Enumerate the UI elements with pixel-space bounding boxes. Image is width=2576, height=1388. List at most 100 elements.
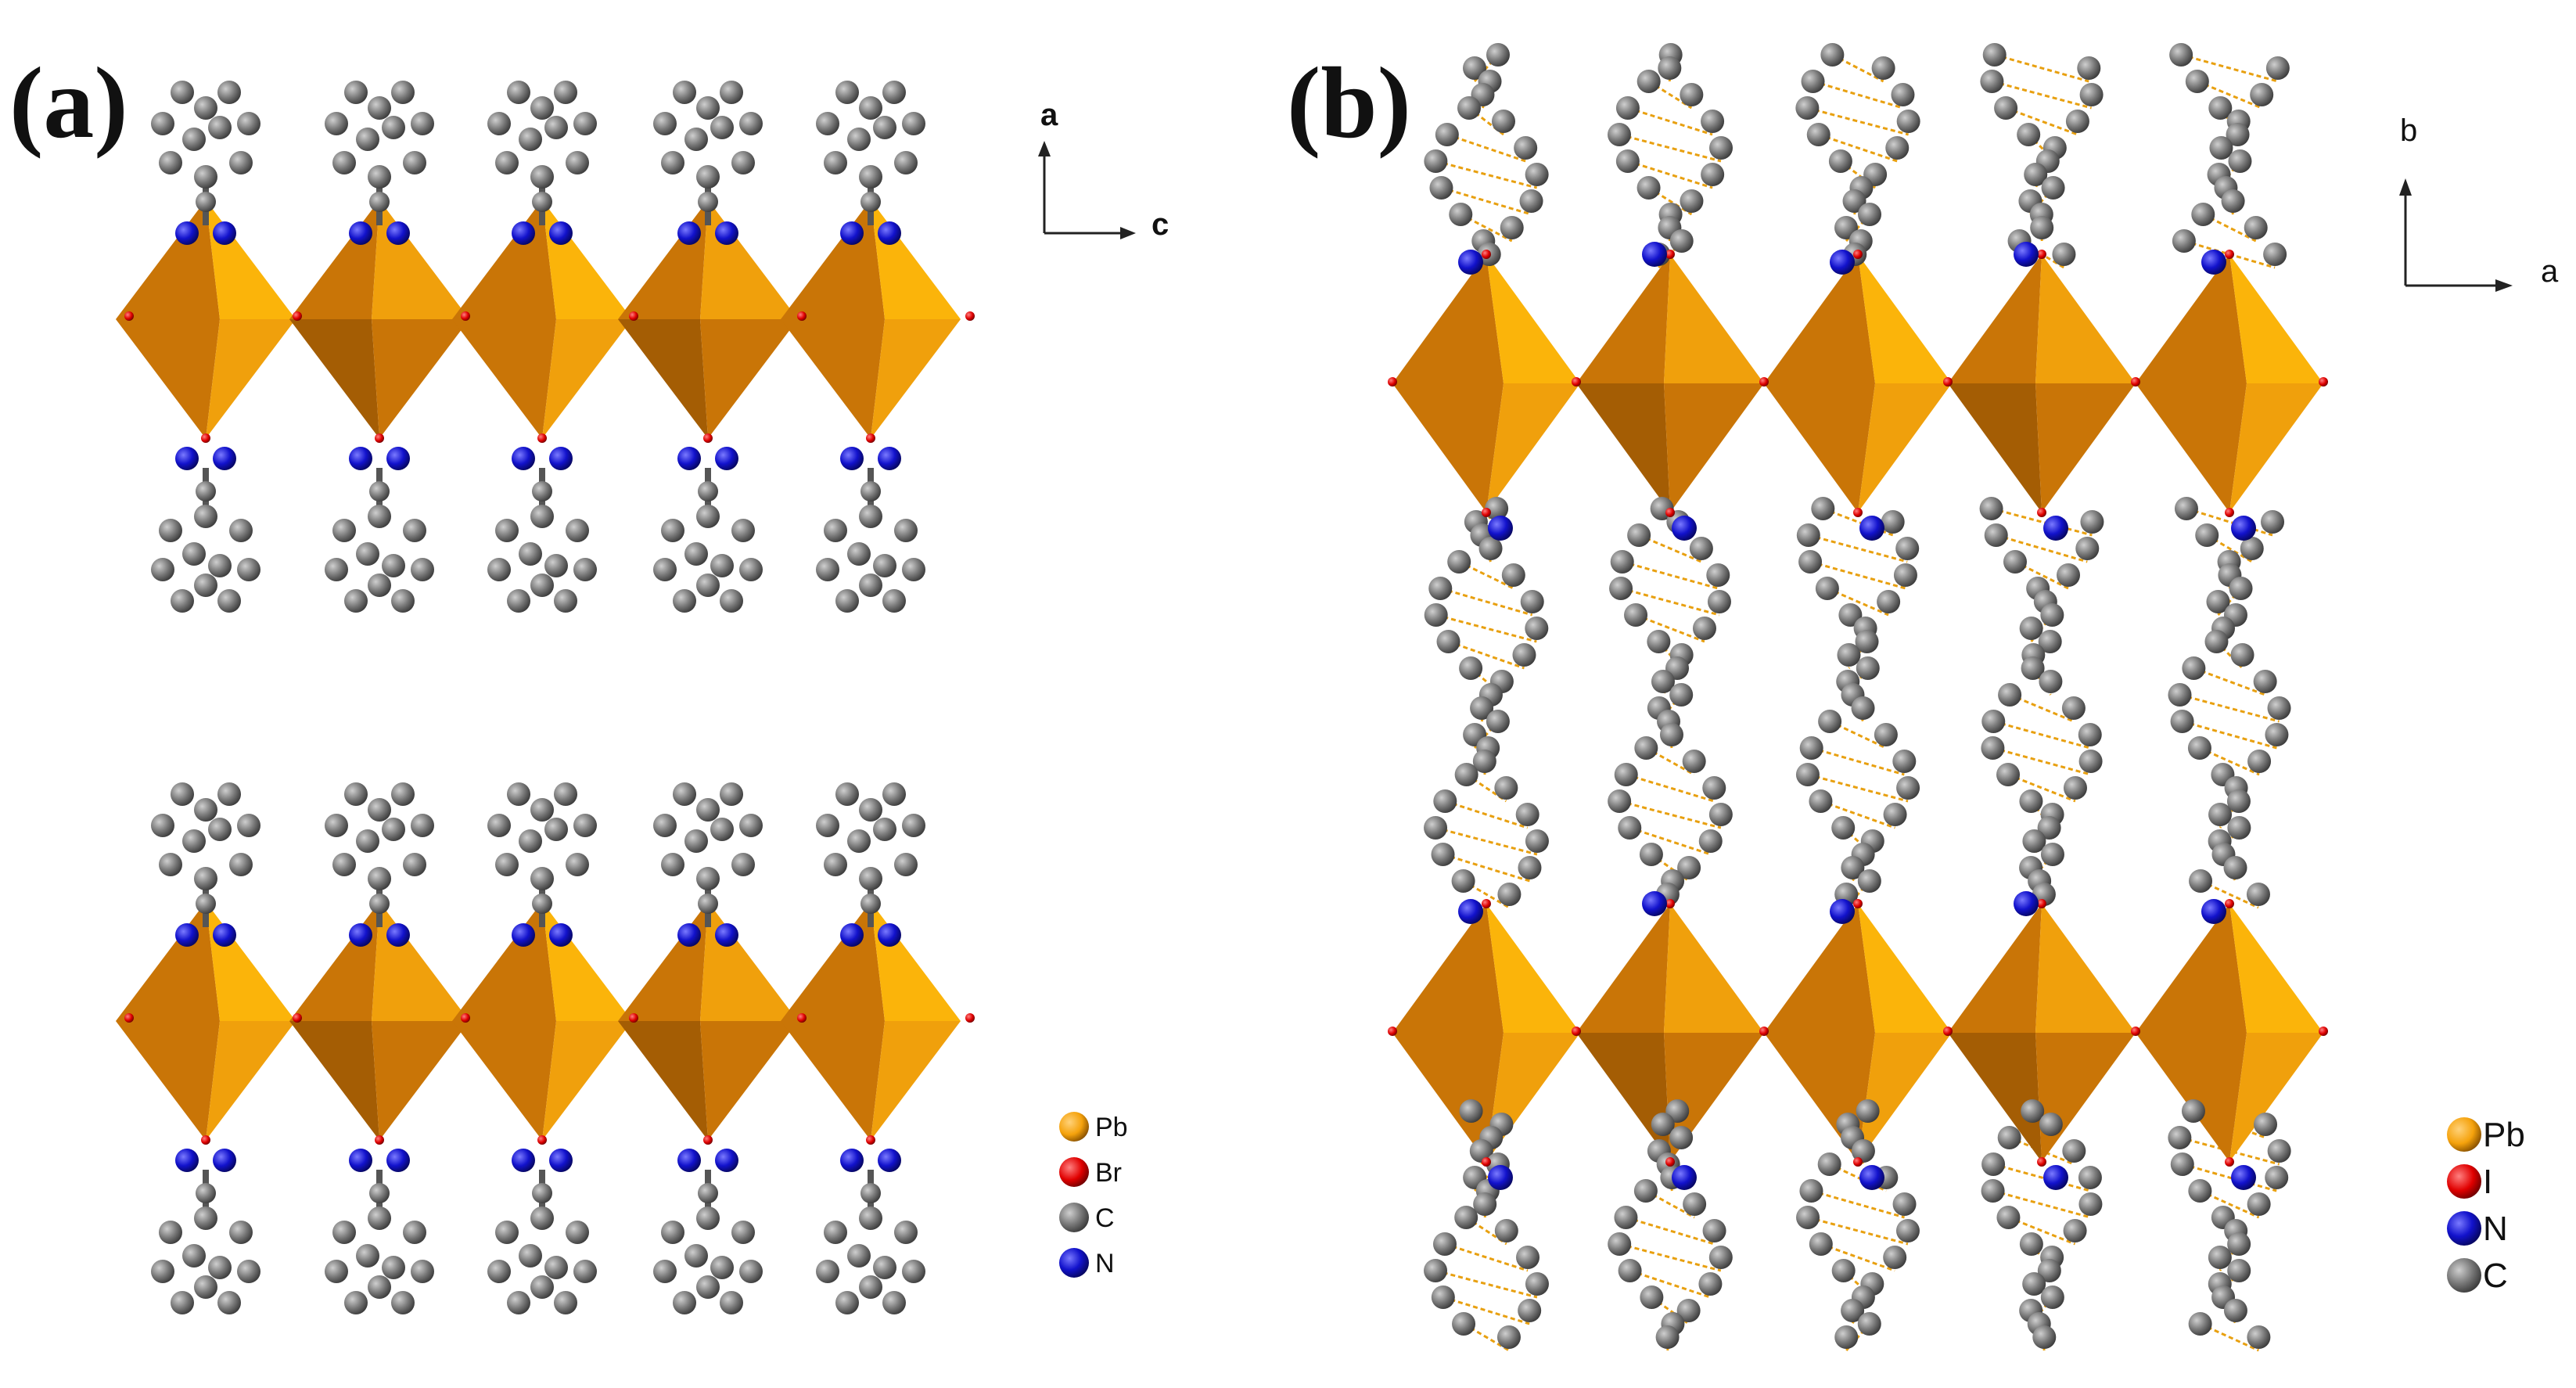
b-c-atom-c2-s2-r	[1883, 1246, 1907, 1269]
a-c-atom-2	[894, 1221, 918, 1244]
a-br-atom-bot-r0-c3	[703, 433, 713, 443]
a-c-atom-4	[720, 589, 743, 613]
b-bond-c1-s1	[1626, 773, 1715, 803]
b-c-atom-c4-s1-l	[2168, 683, 2192, 707]
b-c-atom-c0-s0-r	[1492, 110, 1516, 133]
a-c-atom-3	[411, 1260, 434, 1283]
b-i-atom-bot-r0-c3	[2037, 508, 2046, 517]
a-c-atom-9	[859, 1275, 882, 1299]
b-octahedron-r1-c4-face-lower-left	[2136, 1033, 2247, 1162]
b-n-atom-top-r0-c2	[1830, 250, 1855, 275]
b-c-atom-c4-s1-r	[2253, 670, 2277, 693]
a-c-atom-7	[182, 1244, 206, 1268]
b-c-atom-c0-s2-l	[1452, 1312, 1476, 1336]
b-c-atom-c1-s2-r	[1698, 1272, 1723, 1296]
a-c-atom-1	[368, 165, 391, 189]
a-c-atom-6	[487, 112, 511, 135]
b-octahedron-r0-c0-face-upper-right	[1486, 254, 1580, 383]
a-br-atom-bot-r1-c0	[201, 1135, 210, 1145]
b-c-atom-c0-s2-r	[1473, 1192, 1497, 1216]
b-c-atom-c4-s2-r	[2247, 1192, 2271, 1216]
a-octahedron-r1-c1-face-lower-right	[372, 1021, 469, 1141]
a-c-atom-2	[229, 151, 253, 174]
b-c-atom-c3-s1-l	[1984, 523, 2008, 547]
a-c-atom-4	[720, 782, 743, 806]
b-bond-c4-s1	[2179, 693, 2280, 723]
b-c-atom-c1-s0-r	[1701, 163, 1725, 186]
b-i-atom-bot-r0-c1	[1665, 508, 1675, 517]
b-c-atom-c1-s2-r	[1651, 1113, 1675, 1136]
b-i-atom-eq-r0-0	[1388, 377, 1397, 387]
b-c-atom-c3-s2-l	[2040, 1286, 2064, 1309]
b-c-atom-c2-s1-l	[1857, 869, 1881, 893]
b-c-atom-c2-s2-l	[1857, 1312, 1881, 1336]
a-c-atom	[196, 481, 216, 502]
a-c-atom-8	[382, 1256, 405, 1279]
b-c-atom-c4-s1-l	[2189, 869, 2213, 893]
b-i-atom-bot-r1-c1	[1665, 1157, 1675, 1167]
b-c-atom-c4-s2-l	[2188, 1312, 2212, 1336]
b-n-atom-bot-r0-c1	[1672, 516, 1697, 541]
b-c-atom-c2-s0-r	[1871, 56, 1895, 80]
a-c-atom-2	[403, 853, 426, 876]
a-c-atom-1	[368, 1206, 391, 1230]
b-c-atom-c3-s1-l	[2040, 603, 2064, 627]
a-n-atom-bot-r1-c2-1	[549, 1149, 573, 1172]
b-c-atom-c0-s1-r	[1515, 803, 1539, 826]
a-c-atom-5	[673, 782, 696, 806]
a-c-atom-6	[151, 1260, 174, 1283]
b-c-atom-c0-s1-r	[1520, 590, 1544, 613]
a-br-atom-bot-r1-c2	[537, 1135, 547, 1145]
a-c-atom-7	[684, 829, 708, 853]
a-n-atom-top-r1-c3-1	[715, 923, 738, 947]
b-c-atom-c0-s1-r	[1494, 776, 1518, 800]
b-n-atom-bot-r0-c4	[2231, 516, 2256, 541]
a-c-atom-3	[902, 112, 925, 135]
b-c-atom-c4-s2-l	[2188, 1179, 2212, 1203]
b-bond-c1-s0	[1619, 133, 1722, 163]
a-br-atom-eq-r1-0	[124, 1013, 134, 1023]
b-c-atom-c2-s1-l	[1795, 763, 1820, 786]
b-i-atom-top-r1-c0	[1482, 899, 1491, 908]
b-c-atom-c0-s2-r	[1518, 1299, 1542, 1322]
b-octahedron-r0-c3-face-upper-left	[1948, 254, 2042, 383]
a-c-atom-7	[684, 1244, 708, 1268]
b-octahedron-r1-c0-face-lower-left	[1392, 1033, 1504, 1162]
b-c-atom-c3-s2-l	[2037, 1259, 2061, 1282]
b-octahedron-r1-c4-face-lower-right	[2229, 1033, 2323, 1162]
a-c-atom-9	[194, 574, 217, 597]
a-c-atom	[860, 894, 881, 914]
a-organic-cation-up-r1-c2	[487, 782, 597, 927]
a-n-atom-top-r0-c4-0	[840, 221, 864, 245]
b-bond-c0-s2	[1444, 1242, 1529, 1272]
b-c-atom-c2-s0-l	[1828, 149, 1852, 173]
b-c-atom-c1-s0-r	[1701, 110, 1725, 133]
b-c-atom-c2-s1-l	[1831, 816, 1856, 840]
b-i-atom-bot-r1-c0	[1482, 1157, 1491, 1167]
b-c-atom-c0-s1-l	[1459, 656, 1483, 680]
b-c-atom-c2-s2-r	[1841, 1299, 1865, 1322]
a-c-atom-5	[344, 1291, 368, 1314]
a-c-atom-8	[710, 1256, 734, 1279]
a-organic-cation-down-r0-c4	[816, 468, 925, 613]
b-bond-c4-s1	[2182, 720, 2277, 750]
b-c-atom-c3-s1-l	[2038, 630, 2062, 653]
a-c-atom-6	[816, 112, 839, 135]
a-c-atom-5	[344, 589, 368, 613]
b-c-atom-c0-s1-l	[1424, 603, 1448, 627]
b-bond-c4-s2	[2193, 1109, 2266, 1139]
b-c-atom-c4-s1-l	[2182, 656, 2206, 680]
panel-b-legend: Pb I N C	[2447, 1116, 2525, 1295]
b-c-atom-c0-s0-l	[1457, 96, 1481, 120]
b-bond-c3-s2	[2007, 1216, 2076, 1246]
b-c-atom-c1-s2-l	[1618, 1259, 1642, 1282]
a-c-atom-8	[710, 116, 734, 139]
a-c-atom-7	[356, 542, 379, 566]
a-c-atom-1	[530, 165, 554, 189]
a-n-atom-bot-r0-c0-0	[175, 447, 199, 470]
a-n-atom-bot-r1-c1-1	[386, 1149, 410, 1172]
panel-b-axis-vertical: b	[2400, 113, 2417, 148]
b-c-atom-c4-s0-l	[2185, 70, 2209, 93]
b-c-atom-c1-s1-l	[1618, 816, 1642, 840]
a-organic-cation-down-r0-c3	[653, 468, 763, 613]
